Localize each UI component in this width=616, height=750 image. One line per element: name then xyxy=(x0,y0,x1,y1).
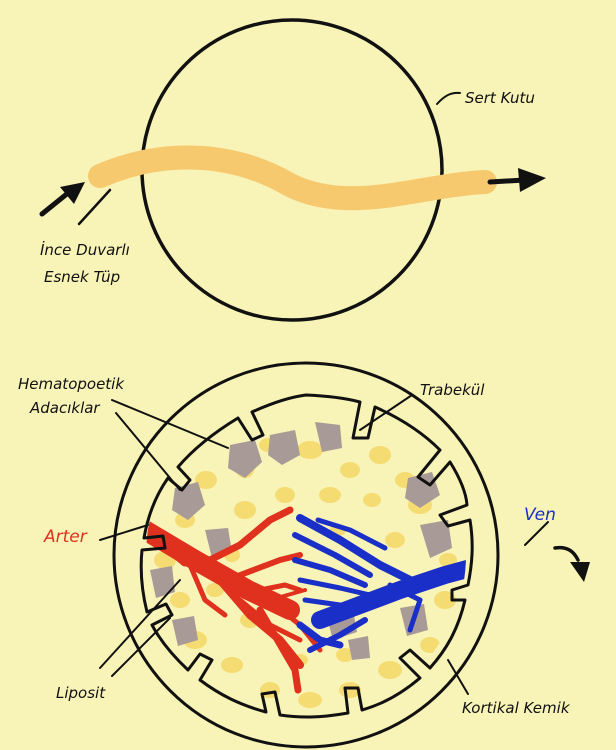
vein-outflow-line xyxy=(555,548,578,560)
inflow-arrow xyxy=(42,193,68,214)
inflow-arrowhead xyxy=(60,182,85,204)
hematopoietic-leader-1 xyxy=(112,400,228,448)
tube-label-line1: İnce Duvarlı xyxy=(40,240,130,259)
liposite-leader-2 xyxy=(100,580,180,668)
top-diagram: Sert Kutu İnce Duvarlı Esnek Tüp xyxy=(40,20,546,320)
vein-leader xyxy=(525,522,548,545)
hematopoietic-label-line2: Adacıklar xyxy=(29,399,100,417)
outflow-arrowhead xyxy=(518,168,546,192)
hard-box-circle xyxy=(142,20,442,320)
marrow-contents xyxy=(72,422,555,712)
vein-label: Ven xyxy=(524,505,556,525)
tube-leader xyxy=(79,190,110,224)
trabecula-label: Trabekül xyxy=(420,381,485,399)
liposite-leader-1 xyxy=(112,618,170,676)
hard-box-leader xyxy=(437,93,460,104)
flexible-tube xyxy=(100,158,485,199)
cortical-bone-label: Kortikal Kemik xyxy=(462,699,571,717)
trabecula-leader xyxy=(360,395,412,430)
liposite-label: Liposit xyxy=(56,684,106,702)
vein-outflow-arrowhead xyxy=(570,562,590,582)
artery-leader xyxy=(100,525,148,540)
hard-box-label: Sert Kutu xyxy=(465,89,535,107)
hematopoietic-label-line1: Hematopoetik xyxy=(18,375,125,393)
bottom-diagram: Hematopoetik Adacıklar Trabekül Arter Ve… xyxy=(18,363,590,747)
artery-label: Arter xyxy=(43,527,88,547)
tube-label-line2: Esnek Tüp xyxy=(44,268,120,286)
